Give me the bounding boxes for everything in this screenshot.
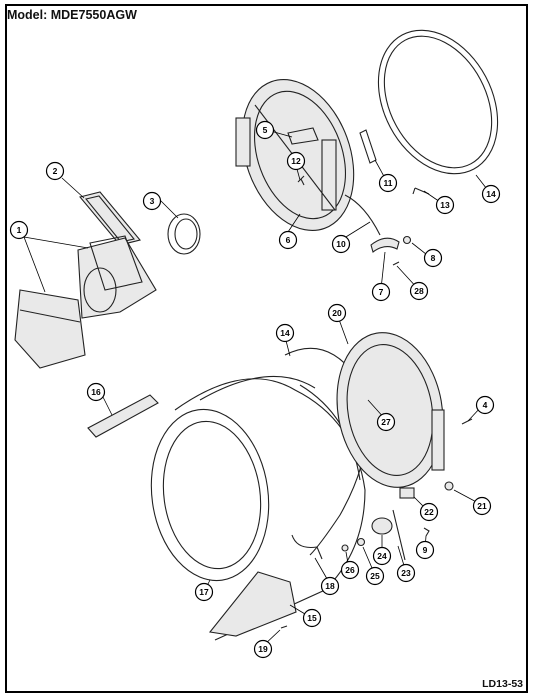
shaft-23 <box>392 509 406 561</box>
screw-19 <box>280 625 288 629</box>
spring <box>359 129 377 164</box>
svg-text:8: 8 <box>431 253 436 263</box>
callout-15: 15 <box>302 608 322 628</box>
clip-9 <box>423 527 430 537</box>
callout-5: 5 <box>255 120 275 140</box>
svg-text:17: 17 <box>199 587 209 597</box>
washer-25 <box>356 537 366 547</box>
callout-6: 6 <box>278 230 298 250</box>
callout-11: 11 <box>378 173 398 193</box>
clip-26 <box>341 544 349 552</box>
lint-filter <box>79 191 141 246</box>
callout-28: 28 <box>409 281 429 301</box>
model-label: Model: MDE7550AGW <box>7 8 137 22</box>
svg-text:14: 14 <box>486 189 496 199</box>
callout-17: 17 <box>194 582 214 602</box>
svg-text:1: 1 <box>17 225 22 235</box>
bulkhead-bracket <box>287 127 319 145</box>
callout-19: 19 <box>253 639 273 659</box>
svg-text:13: 13 <box>440 200 450 210</box>
svg-text:27: 27 <box>381 417 391 427</box>
callout-25: 25 <box>365 566 385 586</box>
svg-text:12: 12 <box>291 156 301 166</box>
bushing-21 <box>444 481 454 491</box>
svg-text:21: 21 <box>477 501 487 511</box>
seal-18 <box>291 534 323 560</box>
svg-text:23: 23 <box>401 568 411 578</box>
screw-8 <box>402 235 412 245</box>
cover-15 <box>208 571 297 637</box>
callout-18: 18 <box>320 576 340 596</box>
callout-9: 9 <box>415 540 435 560</box>
rear-bulkhead <box>336 332 445 488</box>
svg-text:24: 24 <box>377 551 387 561</box>
svg-text:16: 16 <box>91 387 101 397</box>
svg-text:4: 4 <box>483 400 488 410</box>
svg-text:22: 22 <box>424 507 434 517</box>
roller-24 <box>371 517 393 535</box>
svg-text:26: 26 <box>345 565 355 575</box>
screw-28 <box>392 261 400 266</box>
svg-text:18: 18 <box>325 581 335 591</box>
svg-text:14: 14 <box>280 328 290 338</box>
callout-26: 26 <box>340 560 360 580</box>
callout-27: 27 <box>376 412 396 432</box>
callout-7: 7 <box>371 282 391 302</box>
felt-seal-16 <box>87 394 159 438</box>
svg-text:10: 10 <box>336 239 346 249</box>
callout-2: 2 <box>45 161 65 181</box>
callout-1: 1 <box>9 220 29 240</box>
callout-3: 3 <box>142 191 162 211</box>
callout-12: 12 <box>286 151 306 171</box>
diagram-frame <box>5 4 528 693</box>
callout-22: 22 <box>419 502 439 522</box>
callout-14-upper: 14 <box>481 184 501 204</box>
bracket-7 <box>370 237 400 253</box>
drum-seal-gasket-upper <box>377 29 499 175</box>
shaft-bracket-22 <box>399 487 415 499</box>
svg-text:6: 6 <box>286 235 291 245</box>
svg-text:5: 5 <box>263 125 268 135</box>
svg-text:9: 9 <box>423 545 428 555</box>
callout-21: 21 <box>472 496 492 516</box>
callout-20: 20 <box>327 303 347 323</box>
svg-text:25: 25 <box>370 571 380 581</box>
svg-text:7: 7 <box>379 287 384 297</box>
screw-4 <box>461 418 473 425</box>
callout-13: 13 <box>435 195 455 215</box>
callout-23: 23 <box>396 563 416 583</box>
svg-text:19: 19 <box>258 644 268 654</box>
lint-duct-assembly <box>14 235 157 369</box>
callout-14-lower: 14 <box>275 323 295 343</box>
screw-12 <box>297 175 305 186</box>
svg-text:2: 2 <box>53 166 58 176</box>
callout-24: 24 <box>372 546 392 566</box>
callout-10: 10 <box>331 234 351 254</box>
ring-seal-3 <box>167 213 201 255</box>
wire-harness <box>344 194 381 236</box>
svg-text:11: 11 <box>384 178 393 188</box>
diagram-code: LD13-53 <box>482 678 523 690</box>
svg-text:20: 20 <box>332 308 342 318</box>
svg-text:3: 3 <box>150 196 155 206</box>
callout-4: 4 <box>475 395 495 415</box>
svg-text:28: 28 <box>414 286 424 296</box>
callout-8: 8 <box>423 248 443 268</box>
callout-16: 16 <box>86 382 106 402</box>
svg-text:15: 15 <box>307 613 317 623</box>
